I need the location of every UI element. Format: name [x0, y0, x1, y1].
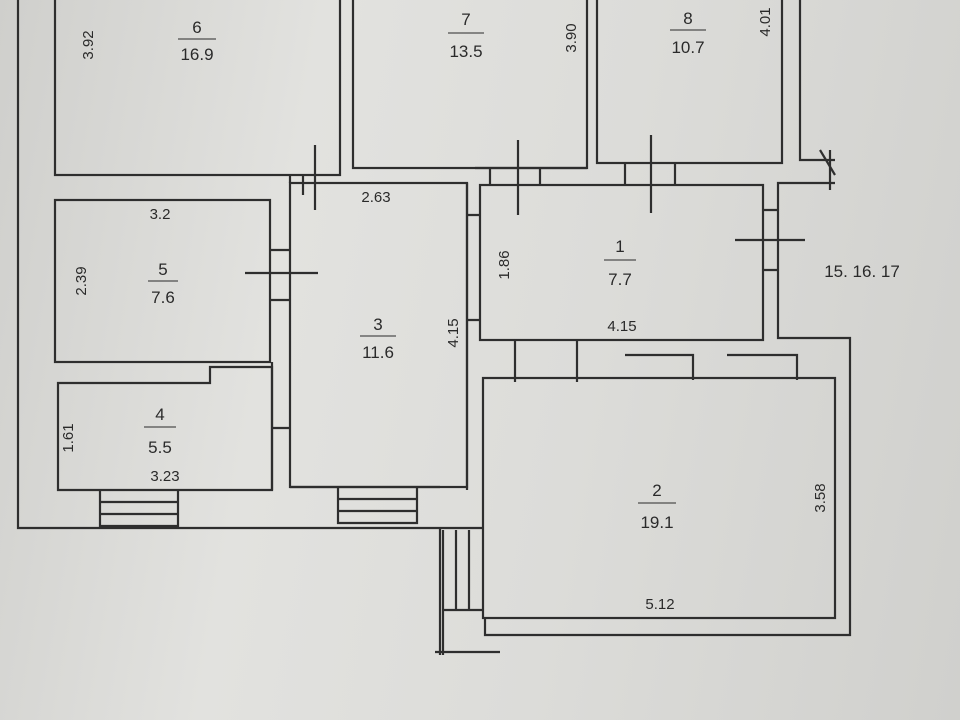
stairs [98, 487, 500, 655]
dim-room2-width: 5.12 [645, 596, 674, 613]
room-label-7: 713.5 [448, 10, 484, 61]
dim-room8-height: 4.01 [757, 7, 774, 36]
room-label-8: 810.7 [670, 9, 706, 57]
room-1 [478, 183, 765, 342]
svg-text:5: 5 [158, 260, 167, 279]
room-label-5: 57.6 [148, 260, 178, 307]
svg-text:10.7: 10.7 [671, 38, 704, 57]
partition-walls [270, 163, 799, 490]
svg-text:1: 1 [615, 237, 624, 256]
outer-wall [16, 0, 852, 655]
room-3 [288, 181, 469, 489]
svg-text:11.6: 11.6 [362, 343, 394, 362]
svg-text:19.1: 19.1 [640, 513, 673, 532]
dim-room3-height: 4.15 [445, 318, 462, 347]
dim-room1-height: 1.86 [496, 250, 513, 279]
svg-text:8: 8 [683, 9, 692, 28]
svg-text:13.5: 13.5 [449, 42, 482, 61]
dim-room6-height: 3.92 [80, 30, 97, 59]
room-label-6: 616.9 [178, 18, 216, 64]
svg-text:3: 3 [373, 315, 382, 334]
room-label-1: 17.7 [604, 237, 636, 289]
dim-room3-width: 2.63 [361, 189, 390, 206]
dim-room2-height: 3.58 [812, 483, 829, 512]
dim-room1-width: 4.15 [607, 318, 636, 335]
svg-text:5.5: 5.5 [148, 438, 172, 457]
room-2 [481, 376, 837, 620]
svg-text:7: 7 [461, 10, 470, 29]
dim-room4-width: 3.23 [150, 468, 179, 485]
dim-room5-width: 3.2 [150, 206, 171, 223]
corridor-label: 15. 16. 17 [824, 262, 900, 281]
room-6 [53, 0, 342, 177]
svg-text:7.6: 7.6 [151, 288, 175, 307]
svg-text:7.7: 7.7 [608, 270, 632, 289]
room-8 [595, 0, 784, 165]
svg-text:2: 2 [652, 481, 661, 500]
room-5 [53, 198, 272, 364]
door-marks [245, 135, 832, 275]
svg-text:16.9: 16.9 [180, 45, 213, 64]
dim-room5-height: 2.39 [73, 266, 90, 295]
room-label-2: 219.1 [638, 481, 676, 532]
svg-text:6: 6 [192, 18, 201, 37]
dim-room7-height: 3.90 [563, 23, 580, 52]
room-7 [351, 0, 589, 170]
room-label-4: 45.5 [144, 405, 176, 457]
dim-room4-height: 1.61 [60, 423, 77, 452]
svg-text:4: 4 [155, 405, 164, 424]
room-label-3: 311.6 [360, 315, 396, 362]
